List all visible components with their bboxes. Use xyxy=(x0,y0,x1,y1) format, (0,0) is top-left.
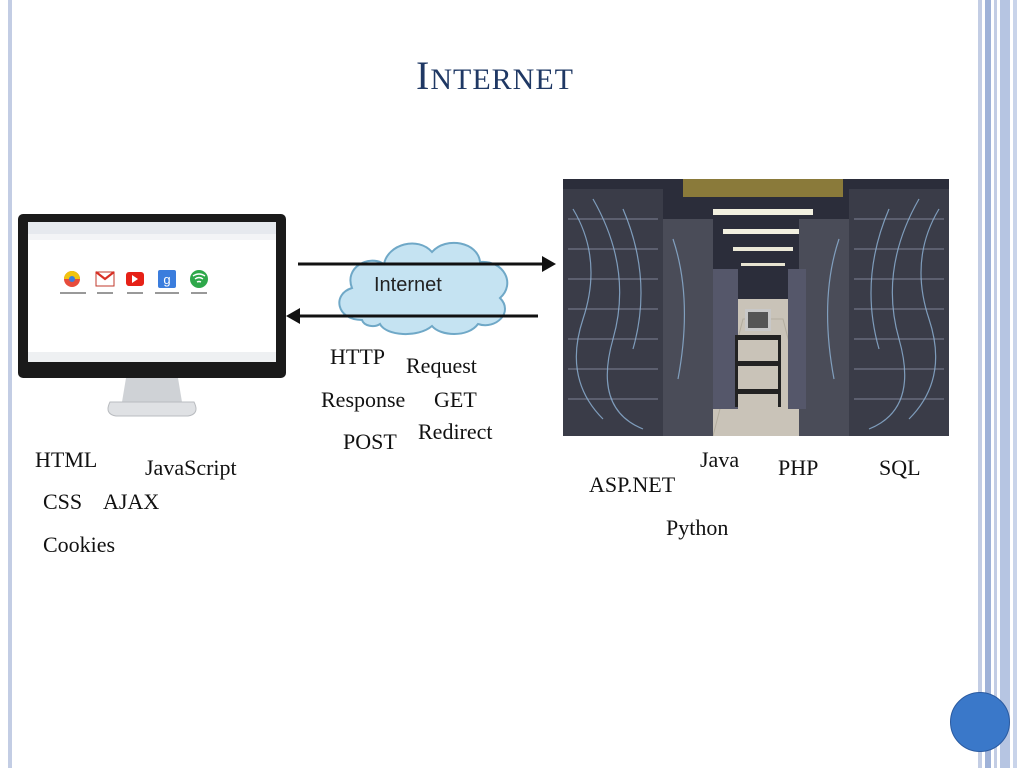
label-css: CSS xyxy=(43,489,83,514)
server-room-image xyxy=(563,179,949,436)
right-stripe-2 xyxy=(985,0,991,768)
label-html: HTML xyxy=(35,447,98,472)
label-java: Java xyxy=(700,447,740,472)
label-http: HTTP xyxy=(330,344,385,369)
label-php: PHP xyxy=(778,455,819,480)
svg-text:g: g xyxy=(163,272,170,287)
label-get: GET xyxy=(434,387,477,412)
arrow-left-icon xyxy=(286,308,538,324)
label-javascript: JavaScript xyxy=(145,455,237,480)
label-request: Request xyxy=(406,353,477,378)
label-aspnet: ASP.NET xyxy=(589,472,676,497)
label-sql: SQL xyxy=(879,455,921,480)
left-border-line xyxy=(8,0,12,768)
right-stripe-1 xyxy=(978,0,982,768)
arrow-right-icon xyxy=(298,256,556,272)
right-stripe-3 xyxy=(994,0,997,768)
right-stripe-4 xyxy=(1000,0,1010,768)
label-ajax: AJAX xyxy=(103,489,160,514)
label-post: POST xyxy=(343,429,397,454)
label-redirect: Redirect xyxy=(418,419,493,444)
label-response: Response xyxy=(321,387,406,412)
label-cookies: Cookies xyxy=(43,532,116,557)
label-python: Python xyxy=(666,515,729,540)
cloud-label: Internet xyxy=(374,274,442,296)
page-title: Internet xyxy=(416,53,574,98)
right-stripe-5 xyxy=(1013,0,1017,768)
cloud-icon xyxy=(338,242,509,335)
monitor-icon: g xyxy=(18,214,286,417)
slide-corner-circle xyxy=(950,692,1010,752)
